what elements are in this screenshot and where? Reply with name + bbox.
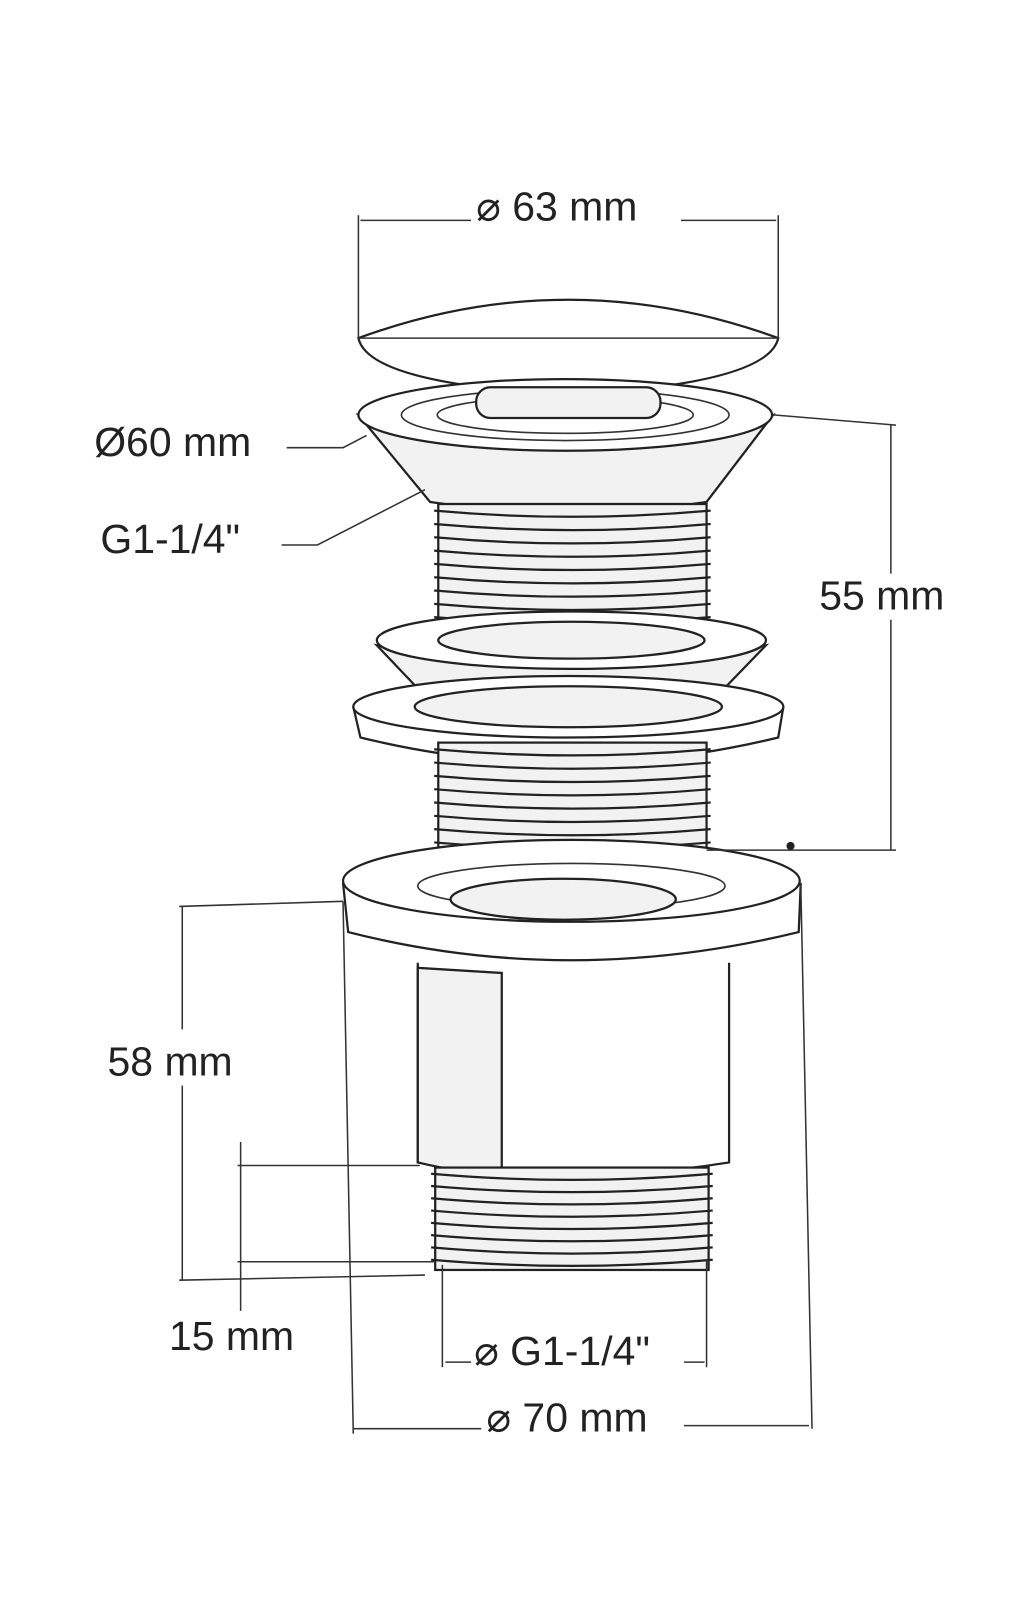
middle-thread — [434, 741, 711, 852]
thread-ridge — [434, 549, 711, 558]
thread-ridge — [434, 589, 711, 598]
thread-ridge — [434, 509, 711, 518]
top-flange — [355, 377, 776, 514]
thread-ridge — [431, 1246, 713, 1255]
thread-ridge — [431, 1197, 713, 1206]
thread-ridge — [431, 1234, 713, 1243]
outlet-thread-label: ⌀ G1-1/4" — [474, 1328, 650, 1374]
thread-ridge — [431, 1184, 713, 1194]
thread-ridge — [434, 801, 711, 810]
thread-ridge — [431, 1209, 713, 1218]
base-body — [341, 838, 802, 1177]
thread-ridge — [431, 1258, 713, 1267]
body-height-label: 55 mm — [819, 572, 944, 618]
lower-height-label: 58 mm — [108, 1038, 233, 1084]
dimension-lines — [179, 215, 897, 1434]
thread-ridge — [434, 562, 711, 572]
thread-ridge — [434, 761, 711, 770]
cap-diameter-label: ⌀ 63 mm — [476, 183, 637, 229]
thread-length-label: 15 mm — [169, 1313, 294, 1359]
thread-ridge — [434, 828, 711, 837]
thread-ridge — [434, 576, 711, 585]
flange-diameter-label: Ø60 mm — [94, 419, 251, 465]
upper-thread-label: G1-1/4" — [100, 516, 240, 562]
base-diameter-label: ⌀ 70 mm — [486, 1395, 647, 1441]
thread-ridge — [434, 748, 711, 757]
thread-ridge — [434, 536, 711, 545]
thread-ridge — [434, 602, 711, 612]
thread-ridge — [434, 774, 711, 784]
thread-ridge — [431, 1221, 713, 1231]
thread-ridge — [434, 522, 711, 532]
thread-ridge — [434, 788, 711, 797]
outlet-thread — [431, 1166, 713, 1272]
thread-ridge — [434, 814, 711, 824]
thread-ridge — [431, 1172, 713, 1181]
